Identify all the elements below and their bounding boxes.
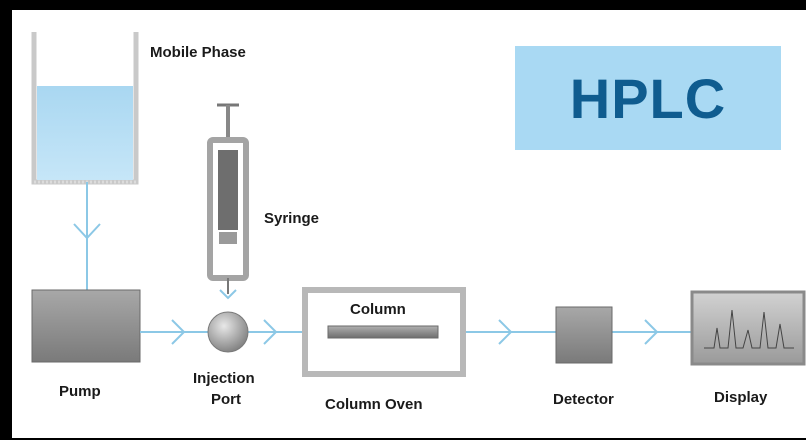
pump-label: Pump bbox=[59, 383, 101, 400]
mobile-phase-reservoir bbox=[31, 32, 139, 185]
column-oven bbox=[302, 287, 466, 377]
display-label: Display bbox=[714, 389, 768, 406]
detector-unit bbox=[555, 306, 613, 364]
hplc-title: HPLC bbox=[569, 66, 727, 130]
hplc-title-badge: HPLC bbox=[515, 46, 781, 150]
injection-port-label-line1: Injection bbox=[193, 370, 255, 387]
diagram-canvas: Mobile Phase Syringe Pump Injection Port… bbox=[12, 10, 806, 438]
injection-port-label-line2: Port bbox=[211, 391, 241, 408]
syringe-label: Syringe bbox=[264, 210, 320, 227]
detector-label: Detector bbox=[553, 391, 614, 408]
pump-unit bbox=[31, 289, 141, 363]
mobile-phase-label: Mobile Phase bbox=[150, 44, 246, 61]
mobile-phase-liquid bbox=[37, 86, 133, 180]
flow-line-reservoir-to-pump bbox=[73, 182, 101, 290]
chromatogram-trace bbox=[704, 309, 794, 349]
syringe-icon bbox=[207, 103, 249, 300]
column-oven-label: Column Oven bbox=[325, 396, 423, 413]
column-tube bbox=[327, 325, 439, 339]
injection-port bbox=[207, 311, 249, 353]
display-screen bbox=[690, 290, 806, 366]
column-label: Column bbox=[350, 301, 406, 318]
hplc-flow-diagram bbox=[31, 32, 806, 377]
